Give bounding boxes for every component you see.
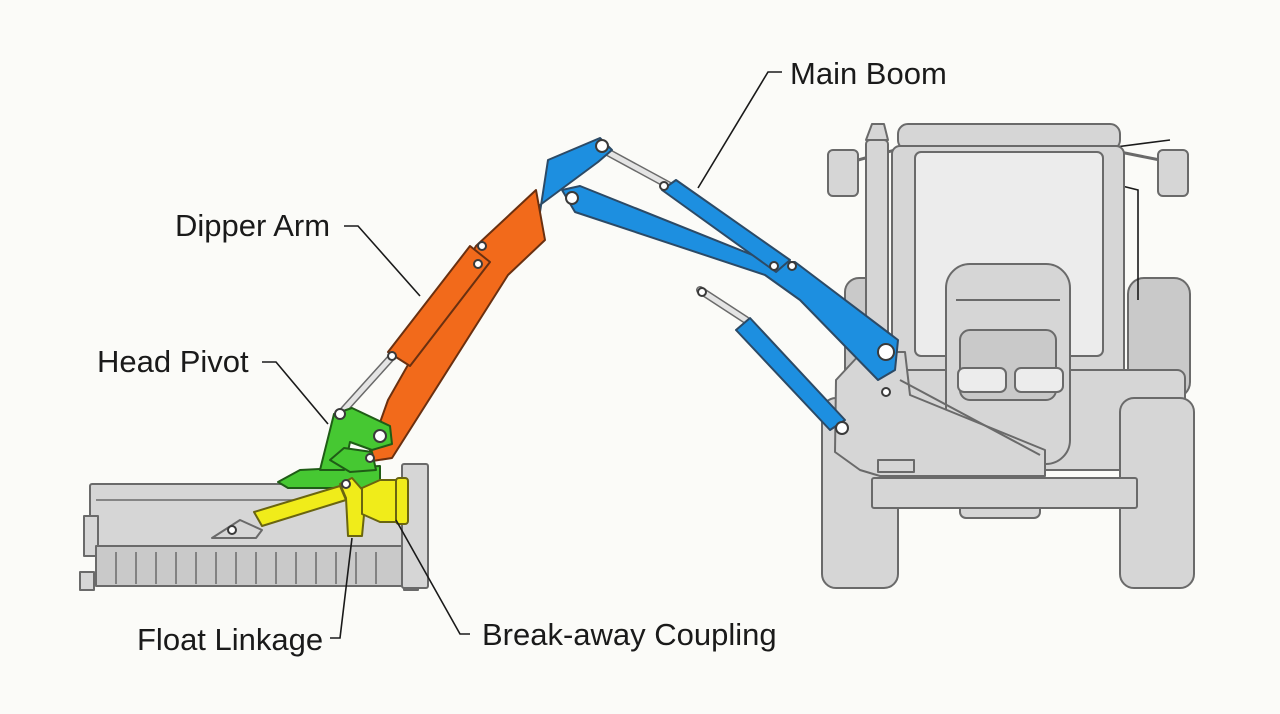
hydraulic-rams — [338, 144, 750, 416]
leader-float-linkage — [330, 537, 353, 639]
pivot-pins — [227, 139, 895, 535]
label-head-pivot: Head Pivot — [97, 344, 249, 379]
skid-left — [79, 571, 95, 591]
pin-main-boom-top — [595, 139, 609, 153]
tractor — [821, 123, 1195, 589]
label-dipper-arm: Dipper Arm — [175, 208, 331, 243]
lift-ram-cylinder — [735, 317, 846, 431]
mirror-right — [1157, 149, 1189, 197]
float-linkage — [253, 477, 409, 537]
leader-dipper-arm — [344, 225, 421, 297]
head-pivot — [277, 407, 393, 489]
mulcher-flails — [95, 545, 407, 587]
label-float-linkage: Float Linkage — [137, 622, 324, 657]
leader-breakaway-coupling — [395, 519, 470, 635]
label-main-boom: Main Boom — [790, 56, 947, 91]
dipper-arm — [365, 189, 546, 463]
main-boom-beam — [561, 185, 899, 381]
bracket-brace — [899, 379, 1041, 456]
dipper-arm-beam — [365, 189, 546, 463]
main-boom — [535, 137, 899, 431]
bracket-foot — [877, 459, 915, 473]
leader-lines — [262, 71, 782, 639]
leader-main-boom — [697, 71, 782, 189]
mulcher-end-plate-left — [83, 515, 99, 557]
pin-dipper-joint — [565, 191, 579, 205]
float-link-arm — [339, 477, 367, 537]
main-ram-cylinder — [661, 179, 791, 273]
label-breakaway-coupling: Break-away Coupling — [482, 617, 777, 652]
leader-head-pivot — [262, 361, 329, 425]
breakaway-coupling-body — [361, 479, 397, 523]
headlight-left — [957, 367, 1007, 393]
main-boom-head — [535, 137, 613, 239]
mirror-left — [827, 149, 859, 197]
pin-boom-base — [877, 343, 895, 361]
breakaway-coupling-flange — [395, 477, 409, 525]
front-bumper — [871, 477, 1138, 509]
dipper-ram-cylinder — [387, 245, 491, 367]
exhaust-cap — [865, 123, 889, 141]
pin-head-pivot-top — [334, 408, 346, 420]
pin-head-pivot-main — [373, 429, 387, 443]
headlight-right — [1014, 367, 1064, 393]
flail-divisions — [115, 552, 377, 584]
